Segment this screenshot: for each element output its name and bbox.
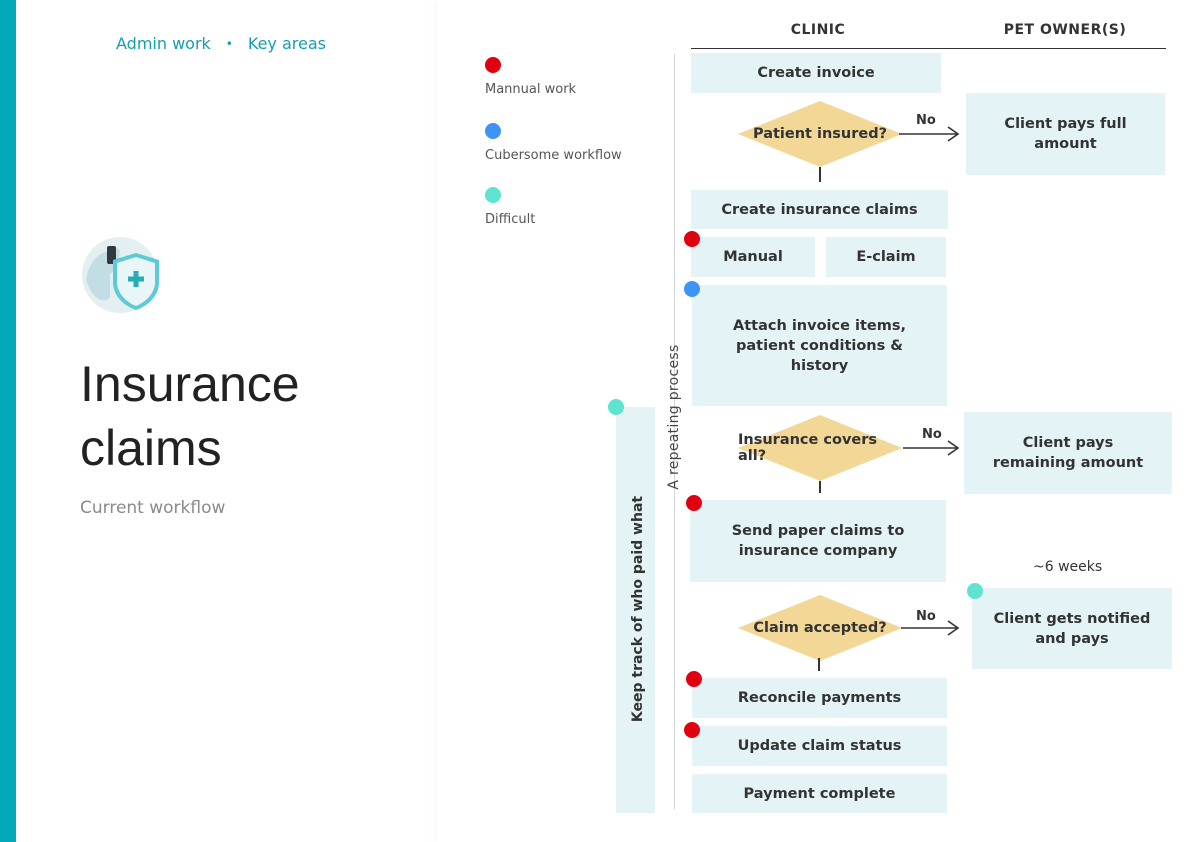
legend-label-manual: Mannual work <box>485 82 577 97</box>
decision-insurance-covers-all: Insurance covers all? <box>738 415 902 481</box>
step-send-paper-claims: Send paper claims to insurance company <box>690 500 946 582</box>
legend-dot-cumbersome <box>485 123 501 139</box>
step-update-claim-status: Update claim status <box>692 726 947 766</box>
arrow-right-icon <box>903 440 960 456</box>
status-dot-difficult <box>608 399 624 415</box>
page-title-line1: Insurance <box>80 356 300 412</box>
column-header-clinic: CLINIC <box>790 22 846 38</box>
no-label: No <box>916 609 936 624</box>
step-create-invoice: Create invoice <box>691 53 941 93</box>
insurance-shield-icon <box>80 236 162 314</box>
process-guide-line <box>674 54 675 809</box>
page-title-line2: claims <box>80 420 222 476</box>
step-create-insurance-claims: Create insurance claims <box>691 190 948 229</box>
step-manual: Manual <box>691 237 815 277</box>
decision-patient-insured-label: Patient insured? <box>752 126 888 142</box>
breadcrumb-key-areas[interactable]: Key areas <box>247 34 326 53</box>
repeating-process-label: A repeating process <box>666 344 682 490</box>
owner-step-notified-and-pays: Client gets notified and pays <box>972 588 1172 669</box>
decision-insurance-covers-all-label: Insurance covers all? <box>738 432 878 464</box>
status-dot-manual <box>684 231 700 247</box>
legend-dot-difficult <box>485 187 501 203</box>
owner-step-pays-full: Client pays full amount <box>966 93 1165 175</box>
connector <box>819 481 821 493</box>
step-attach-invoice-items: Attach invoice items, patient conditions… <box>692 285 947 406</box>
tracker-label: Keep track of who paid what <box>630 495 646 723</box>
breadcrumb-separator: • <box>225 36 233 51</box>
arrow-right-icon <box>899 126 960 142</box>
decision-claim-accepted-label: Claim accepted? <box>753 620 887 636</box>
breadcrumb-admin-work[interactable]: Admin work <box>116 34 211 53</box>
status-dot-manual <box>684 722 700 738</box>
status-dot-cumbersome <box>684 281 700 297</box>
owner-step-pays-remaining: Client pays remaining amount <box>964 412 1172 494</box>
header-divider <box>691 48 1166 49</box>
step-reconcile-payments: Reconcile payments <box>692 678 947 718</box>
accent-bar <box>0 0 16 842</box>
connector <box>818 658 820 671</box>
decision-patient-insured: Patient insured? <box>738 101 902 167</box>
connector <box>819 167 821 182</box>
legend-label-cumbersome: Cubersome workflow <box>485 148 622 163</box>
arrow-right-icon <box>901 620 960 636</box>
wait-time-label: ~6 weeks <box>1033 559 1103 575</box>
legend-dot-manual <box>485 57 501 73</box>
step-eclaim: E-claim <box>826 237 946 277</box>
status-dot-manual <box>686 671 702 687</box>
step-payment-complete: Payment complete <box>692 774 947 813</box>
decision-claim-accepted: Claim accepted? <box>738 595 902 661</box>
no-label: No <box>922 427 942 442</box>
left-panel <box>16 0 437 842</box>
no-label: No <box>916 113 936 128</box>
column-header-pet-owner: PET OWNER(S) <box>1003 22 1127 38</box>
page-title: Insurance claims <box>80 352 300 480</box>
status-dot-manual <box>686 495 702 511</box>
tracker-bar <box>616 407 655 813</box>
status-dot-difficult <box>967 583 983 599</box>
page-subtitle: Current workflow <box>80 498 226 518</box>
breadcrumb: Admin work • Key areas <box>116 34 326 53</box>
legend-label-difficult: Difficult <box>485 212 536 227</box>
